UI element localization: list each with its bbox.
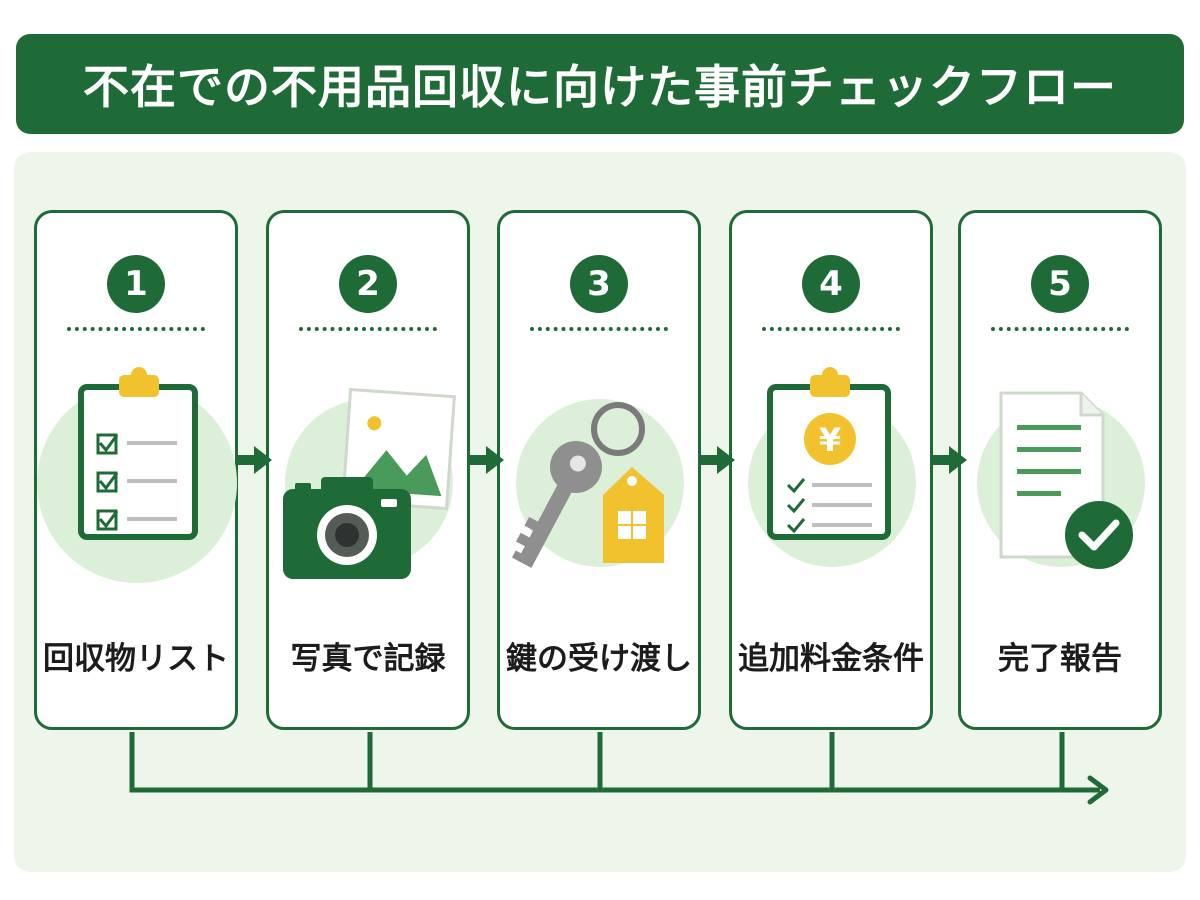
step-card-2: 2 写真で記録 [266, 210, 470, 730]
step-number-badge: 1 [107, 255, 165, 313]
step-card-3: 3 鍵の受け渡し [497, 210, 701, 730]
clipboard-checklist-icon [37, 363, 237, 623]
timeline-arrowhead-icon [1087, 775, 1109, 805]
page-title: 不在での不用品回収に向けた事前チェックフロー [83, 60, 1117, 114]
camera-photo-icon [269, 363, 467, 623]
step-number-badge: 2 [339, 255, 397, 313]
step-label: 写真で記録 [290, 641, 446, 677]
step-label: 回収物リスト [43, 641, 229, 677]
step-number-badge: 4 [802, 255, 860, 313]
right-arrow-icon [238, 446, 272, 474]
step-card-5: 5 完了報告 [958, 210, 1162, 730]
key-house-keychain-icon [500, 363, 698, 623]
step-card-4: 4 ¥ 追加料金条件 [729, 210, 933, 730]
step-label: 追加料金条件 [738, 641, 924, 677]
dotted-divider [762, 327, 900, 331]
step-number-badge: 3 [570, 255, 628, 313]
step-card-1: 1 回収物リスト [34, 210, 238, 730]
step-number-badge: 5 [1031, 255, 1089, 313]
title-banner: 不在での不用品回収に向けた事前チェックフロー [16, 34, 1184, 134]
right-arrow-icon [933, 446, 967, 474]
right-arrow-icon [470, 446, 504, 474]
document-check-icon [961, 363, 1159, 623]
right-arrow-icon [701, 446, 735, 474]
dotted-divider [67, 327, 205, 331]
step-label: 完了報告 [998, 641, 1122, 677]
step-label: 鍵の受け渡し [506, 641, 692, 677]
yen-symbol: ¥ [819, 421, 841, 459]
bottom-timeline [129, 732, 1100, 793]
yen-clipboard-icon: ¥ [732, 363, 930, 623]
dotted-divider [991, 327, 1129, 331]
dotted-divider [299, 327, 437, 331]
dotted-divider [530, 327, 668, 331]
